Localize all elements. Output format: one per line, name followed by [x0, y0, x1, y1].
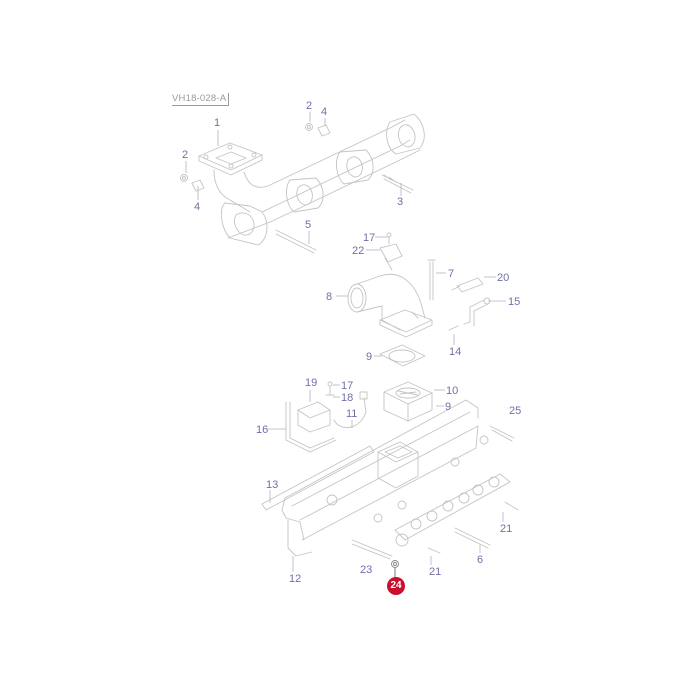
fitting-part-22[interactable] — [379, 243, 403, 271]
gasket-part-9-upper[interactable] — [379, 344, 426, 367]
exhaust-manifold-part-1[interactable] — [198, 113, 425, 246]
callout-part-21[interactable]: 21 — [500, 523, 513, 535]
spacer-part-4-left[interactable] — [191, 179, 205, 192]
highlighted-part-badge[interactable]: 24 — [387, 577, 405, 595]
bolt-part-14[interactable] — [448, 325, 459, 331]
stud-part-6[interactable] — [454, 527, 491, 549]
inlet-manifold-part-12[interactable] — [281, 399, 489, 557]
cable-part-11[interactable] — [333, 391, 368, 428]
stud-part-23[interactable] — [351, 539, 393, 560]
callout-part-9[interactable]: 9 — [366, 351, 373, 363]
callout-part-11[interactable]: 11 — [346, 408, 358, 420]
callout-part-20[interactable]: 20 — [497, 272, 510, 284]
callout-part-9[interactable]: 9 — [445, 401, 452, 413]
callout-part-4[interactable]: 4 — [194, 201, 201, 213]
stud-part-5[interactable] — [275, 229, 317, 254]
callout-part-17[interactable]: 17 — [363, 232, 376, 244]
bolt-part-17-upper[interactable] — [386, 232, 392, 245]
gasket-part-13[interactable] — [261, 445, 375, 511]
callout-part-8[interactable]: 8 — [326, 291, 333, 303]
elbow-pipe-part-8[interactable] — [347, 273, 433, 338]
callout-part-23[interactable]: 23 — [360, 564, 373, 576]
callout-part-3[interactable]: 3 — [397, 196, 404, 208]
callout-part-15[interactable]: 15 — [508, 296, 521, 308]
callout-part-6[interactable]: 6 — [477, 554, 484, 566]
sensor-part-20[interactable] — [451, 277, 484, 293]
fuel-rail[interactable] — [394, 473, 511, 547]
callout-part-2[interactable]: 2 — [182, 149, 189, 161]
callout-part-12[interactable]: 12 — [289, 573, 302, 585]
bolt-part-21-right[interactable] — [504, 501, 519, 511]
callout-part-14[interactable]: 14 — [449, 346, 462, 358]
callout-part-17[interactable]: 17 — [341, 380, 354, 392]
callout-part-22[interactable]: 22 — [352, 245, 365, 257]
nut-part-2-left[interactable] — [180, 174, 188, 182]
bracket-part-15[interactable] — [463, 297, 491, 327]
nut-part-2-top[interactable] — [305, 123, 313, 131]
bracket-part-16[interactable] — [285, 401, 337, 453]
bolt-part-17-lower[interactable] — [327, 381, 333, 395]
callout-part-1[interactable]: 1 — [214, 117, 221, 129]
callout-part-21[interactable]: 21 — [429, 566, 442, 578]
callout-part-2[interactable]: 2 — [306, 100, 313, 112]
spacer-part-4-top[interactable] — [317, 124, 331, 137]
callout-part-18[interactable]: 18 — [341, 392, 354, 404]
stud-part-3[interactable] — [381, 174, 414, 194]
bolt-part-21-lower[interactable] — [427, 547, 441, 554]
callout-part-4[interactable]: 4 — [321, 106, 328, 118]
callout-part-13[interactable]: 13 — [266, 479, 279, 491]
callout-part-5[interactable]: 5 — [305, 219, 312, 231]
nut-part-24[interactable] — [391, 560, 399, 568]
diagram-reference-code: VH18-028-A — [172, 93, 230, 106]
callout-part-16[interactable]: 16 — [256, 424, 269, 436]
callout-part-7[interactable]: 7 — [448, 268, 455, 280]
relay-part-19[interactable] — [297, 401, 331, 433]
callout-part-25[interactable]: 25 — [509, 405, 522, 417]
bolt-part-7[interactable] — [427, 259, 436, 301]
grid-heater-part-10[interactable] — [383, 381, 433, 422]
callout-part-19[interactable]: 19 — [305, 377, 318, 389]
bolt-part-25[interactable] — [489, 425, 515, 442]
callout-part-10[interactable]: 10 — [446, 385, 459, 397]
